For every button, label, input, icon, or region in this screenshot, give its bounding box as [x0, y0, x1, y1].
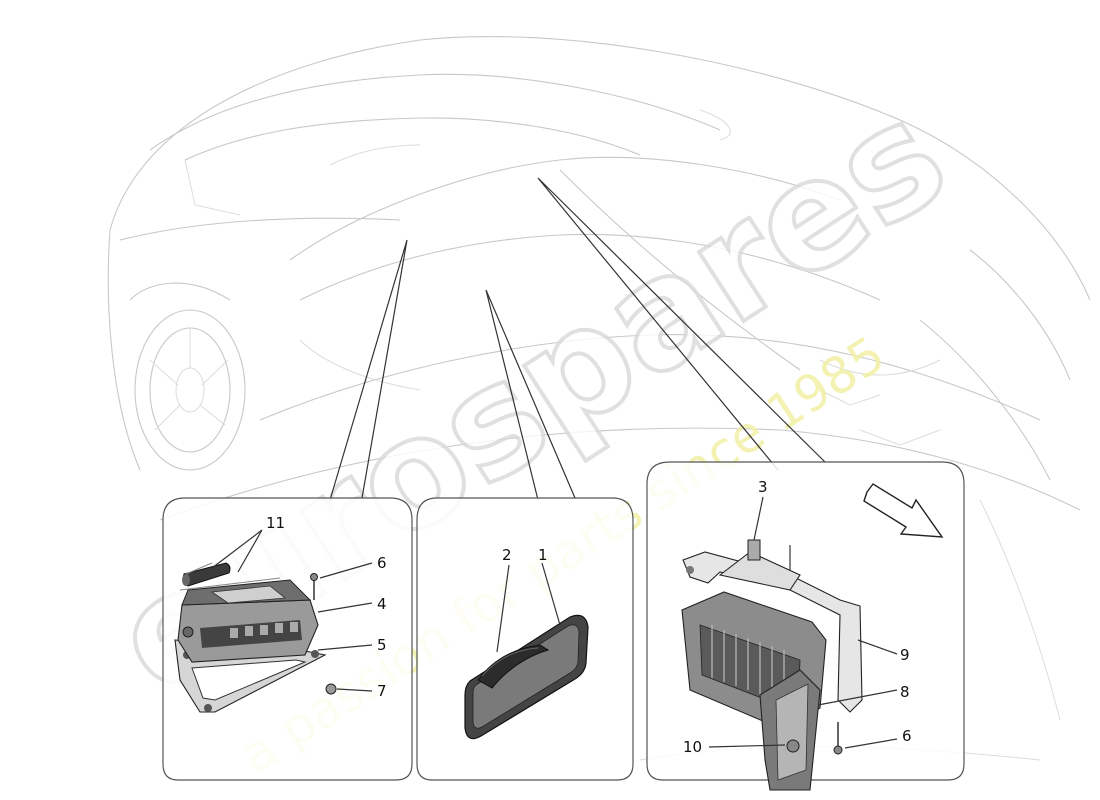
- leader-lines: [329, 177, 826, 501]
- callout-6-right: 6: [902, 727, 912, 745]
- callout-1: 1: [538, 546, 548, 564]
- callout-9: 9: [900, 646, 910, 664]
- callout-2: 2: [502, 546, 512, 564]
- callout-3: 3: [758, 478, 768, 496]
- middle-panel-parts: [464, 562, 589, 740]
- right-panel-parts: [681, 483, 944, 791]
- callout-10: 10: [683, 738, 702, 756]
- callout-4: 4: [377, 595, 387, 613]
- display-connector-part: [477, 644, 550, 689]
- callout-8: 8: [900, 683, 910, 701]
- left-panel-parts: [174, 529, 373, 713]
- callout-5: 5: [377, 636, 387, 654]
- callout-11: 11: [266, 514, 285, 532]
- car-outline: [107, 36, 1091, 761]
- direction-arrow-icon: [863, 483, 944, 538]
- panel-middle: [416, 497, 634, 781]
- support-frame-part: [682, 551, 863, 713]
- callout-6-left: 6: [377, 554, 387, 572]
- callout-7: 7: [377, 682, 387, 700]
